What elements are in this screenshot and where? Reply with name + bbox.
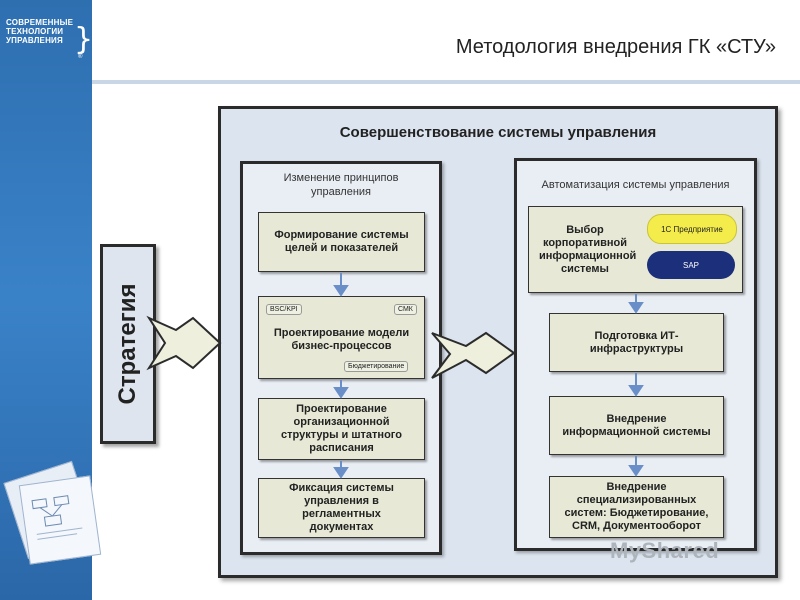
- process-model-text: Проектирование модели бизнес-процессов: [273, 326, 410, 352]
- automation-panel-title: Автоматизация системы управления: [541, 179, 730, 191]
- onec-enterprise-badge: 1С Предприятие: [647, 214, 737, 244]
- chevron-arrow-icon: [146, 315, 222, 371]
- principles-panel-title: Изменение принципов управления: [283, 172, 399, 198]
- it-infrastructure-box: Подготовка ИТ- инфраструктуры: [549, 313, 724, 372]
- budgeting-tag: Бюджетирование: [344, 361, 409, 372]
- specialized-systems-text: Внедрение специализированных систем: Бюд…: [564, 481, 709, 532]
- is-implementation-box: Внедрение информационной системы: [549, 396, 724, 455]
- registered-mark: ®: [78, 54, 83, 60]
- logo-line: ТЕХНОЛОГИИ: [6, 27, 64, 36]
- goals-box-text: Формирование системы целей и показателей: [274, 229, 409, 254]
- logo-line: СОВРЕМЕННЫЕ: [6, 18, 74, 27]
- strategy-label: Стратегия: [114, 283, 141, 405]
- bsc-kpi-tag: BSC/KPI: [266, 304, 302, 315]
- sap-badge: SAP: [647, 251, 735, 279]
- it-infrastructure-text: Подготовка ИТ- инфраструктуры: [589, 329, 684, 355]
- page-title: Методология внедрения ГК «СТУ»: [455, 36, 776, 58]
- org-structure-box: Проектирование организационной структуры…: [258, 398, 425, 460]
- logo-line: УПРАВЛЕНИЯ: [6, 36, 63, 45]
- document-illustration: [18, 475, 102, 565]
- watermark: MyShared: [610, 538, 720, 563]
- logo-brace-icon: }: [74, 22, 94, 57]
- smk-tag: СМК: [394, 304, 417, 315]
- regulation-text: Фиксация системы управления в регламентн…: [289, 482, 394, 533]
- system-choice-text: Выбор корпоративной информационной систе…: [539, 223, 637, 275]
- header-divider: [92, 80, 800, 84]
- goals-box: Формирование системы целей и показателей: [258, 212, 425, 272]
- flowchart-sketch-icon: [31, 495, 83, 540]
- regulation-box: Фиксация системы управления в регламентн…: [258, 478, 425, 538]
- specialized-systems-box: Внедрение специализированных систем: Бюд…: [549, 476, 724, 538]
- frame-title: Совершенствование системы управления: [339, 124, 657, 141]
- company-logo: СОВРЕМЕННЫЕ ТЕХНОЛОГИИ УПРАВЛЕНИЯ: [6, 18, 86, 45]
- org-structure-text: Проектирование организационной структуры…: [281, 403, 402, 454]
- is-implementation-text: Внедрение информационной системы: [562, 412, 711, 438]
